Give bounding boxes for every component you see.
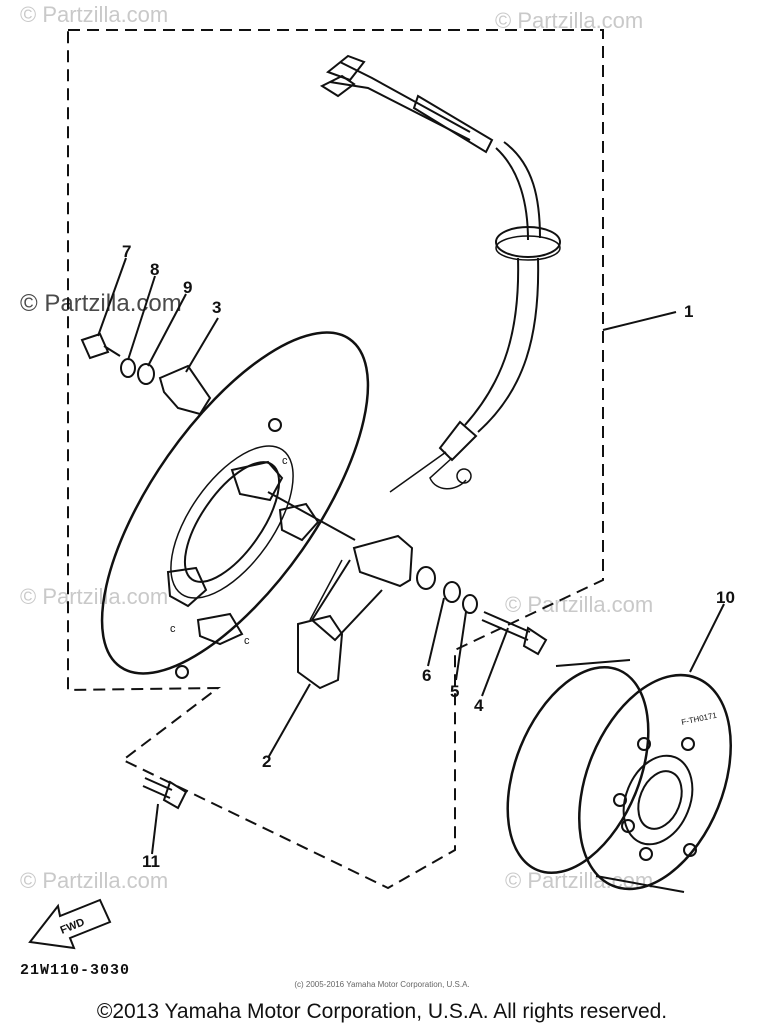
callout-9: 9 xyxy=(183,278,193,297)
rotor-flywheel xyxy=(506,659,732,893)
fwd-arrow-shape xyxy=(28,898,112,950)
washer-6 xyxy=(416,566,436,590)
bracket-3 xyxy=(158,364,212,416)
leader-8 xyxy=(127,275,156,361)
callout-6: 6 xyxy=(422,666,432,685)
diagram-ref-code: 21W110-3030 xyxy=(20,962,131,979)
washer-5b xyxy=(462,594,478,614)
callout-3: 3 xyxy=(212,298,222,317)
assembly-boundary xyxy=(67,29,604,890)
screw-11 xyxy=(142,777,188,810)
watermark: © Partzilla.com xyxy=(20,868,169,893)
callout-10: 10 xyxy=(716,588,735,607)
leader-2 xyxy=(267,683,311,759)
leader-6 xyxy=(427,597,445,667)
washer-8 xyxy=(120,358,136,378)
callout-7: 7 xyxy=(122,242,132,261)
leader-10 xyxy=(689,603,725,673)
callout-8: 8 xyxy=(150,260,160,279)
watermark: © Partzilla.com xyxy=(20,584,169,609)
pulser-coil xyxy=(297,534,414,690)
wire-harness xyxy=(319,54,561,493)
watermark: © Partzilla.com xyxy=(495,8,644,33)
plate-mark: c xyxy=(282,455,288,467)
leader-1 xyxy=(602,311,677,331)
callout-5: 5 xyxy=(450,682,460,701)
leader-3 xyxy=(185,317,219,373)
leader-7 xyxy=(97,257,127,337)
washer-9 xyxy=(137,363,155,385)
leader-9 xyxy=(147,293,187,367)
leader-4 xyxy=(481,627,509,697)
washer-5 xyxy=(443,581,461,603)
stator-plate xyxy=(100,331,370,679)
watermark: © Partzilla.com xyxy=(20,2,169,27)
callout-2: 2 xyxy=(262,752,272,771)
plate-mark: c xyxy=(170,623,176,635)
callout-1: 1 xyxy=(684,302,694,321)
watermark: © Partzilla.com xyxy=(20,290,182,317)
leader-5 xyxy=(455,611,467,681)
callout-4: 4 xyxy=(474,696,484,715)
callout-11: 11 xyxy=(142,852,160,871)
screw-4 xyxy=(481,611,548,656)
rotor-marking: F-TH0171 xyxy=(681,711,719,727)
screw-7 xyxy=(80,332,121,360)
footer-copyright: ©2013 Yamaha Motor Corporation, U.S.A. A… xyxy=(96,1000,668,1023)
plate-mark: c xyxy=(244,635,250,647)
small-copyright: (c) 2005-2016 Yamaha Motor Corporation, … xyxy=(294,980,470,989)
watermark: © Partzilla.com xyxy=(505,592,654,617)
leader-11 xyxy=(151,803,159,855)
